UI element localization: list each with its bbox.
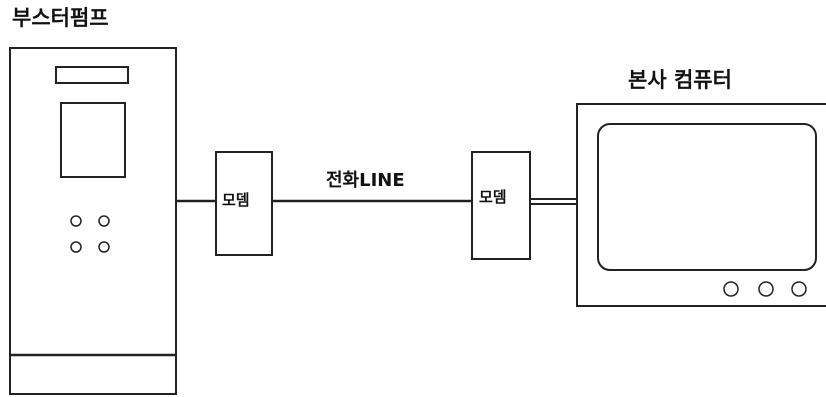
cabinet-display-panel [60,102,126,178]
monitor-button [758,281,774,297]
hq-computer-monitor [576,103,826,307]
cabinet-body [9,47,177,395]
monitor-button [791,281,807,297]
monitor-body [576,103,826,307]
monitor-screen [597,123,817,271]
monitor-button [723,281,739,297]
booster-pump-cabinet [9,47,177,395]
modem-right-box [471,151,531,260]
cabinet-indicator-light [98,215,110,227]
booster-pump-label: 부스터펌프 [12,6,109,30]
phone-line-label: 전화LINE [326,170,405,191]
hq-computer-label: 본사 컴퓨터 [628,68,732,92]
modem-left-box [215,151,273,256]
modem-left-label: 모뎀 [222,191,250,209]
cabinet-top-slot [55,66,129,84]
modem-right-label: 모뎀 [479,188,507,206]
cabinet-indicator-light [98,241,110,253]
cabinet-indicator-light [70,241,82,253]
cabinet-indicator-light [70,215,82,227]
